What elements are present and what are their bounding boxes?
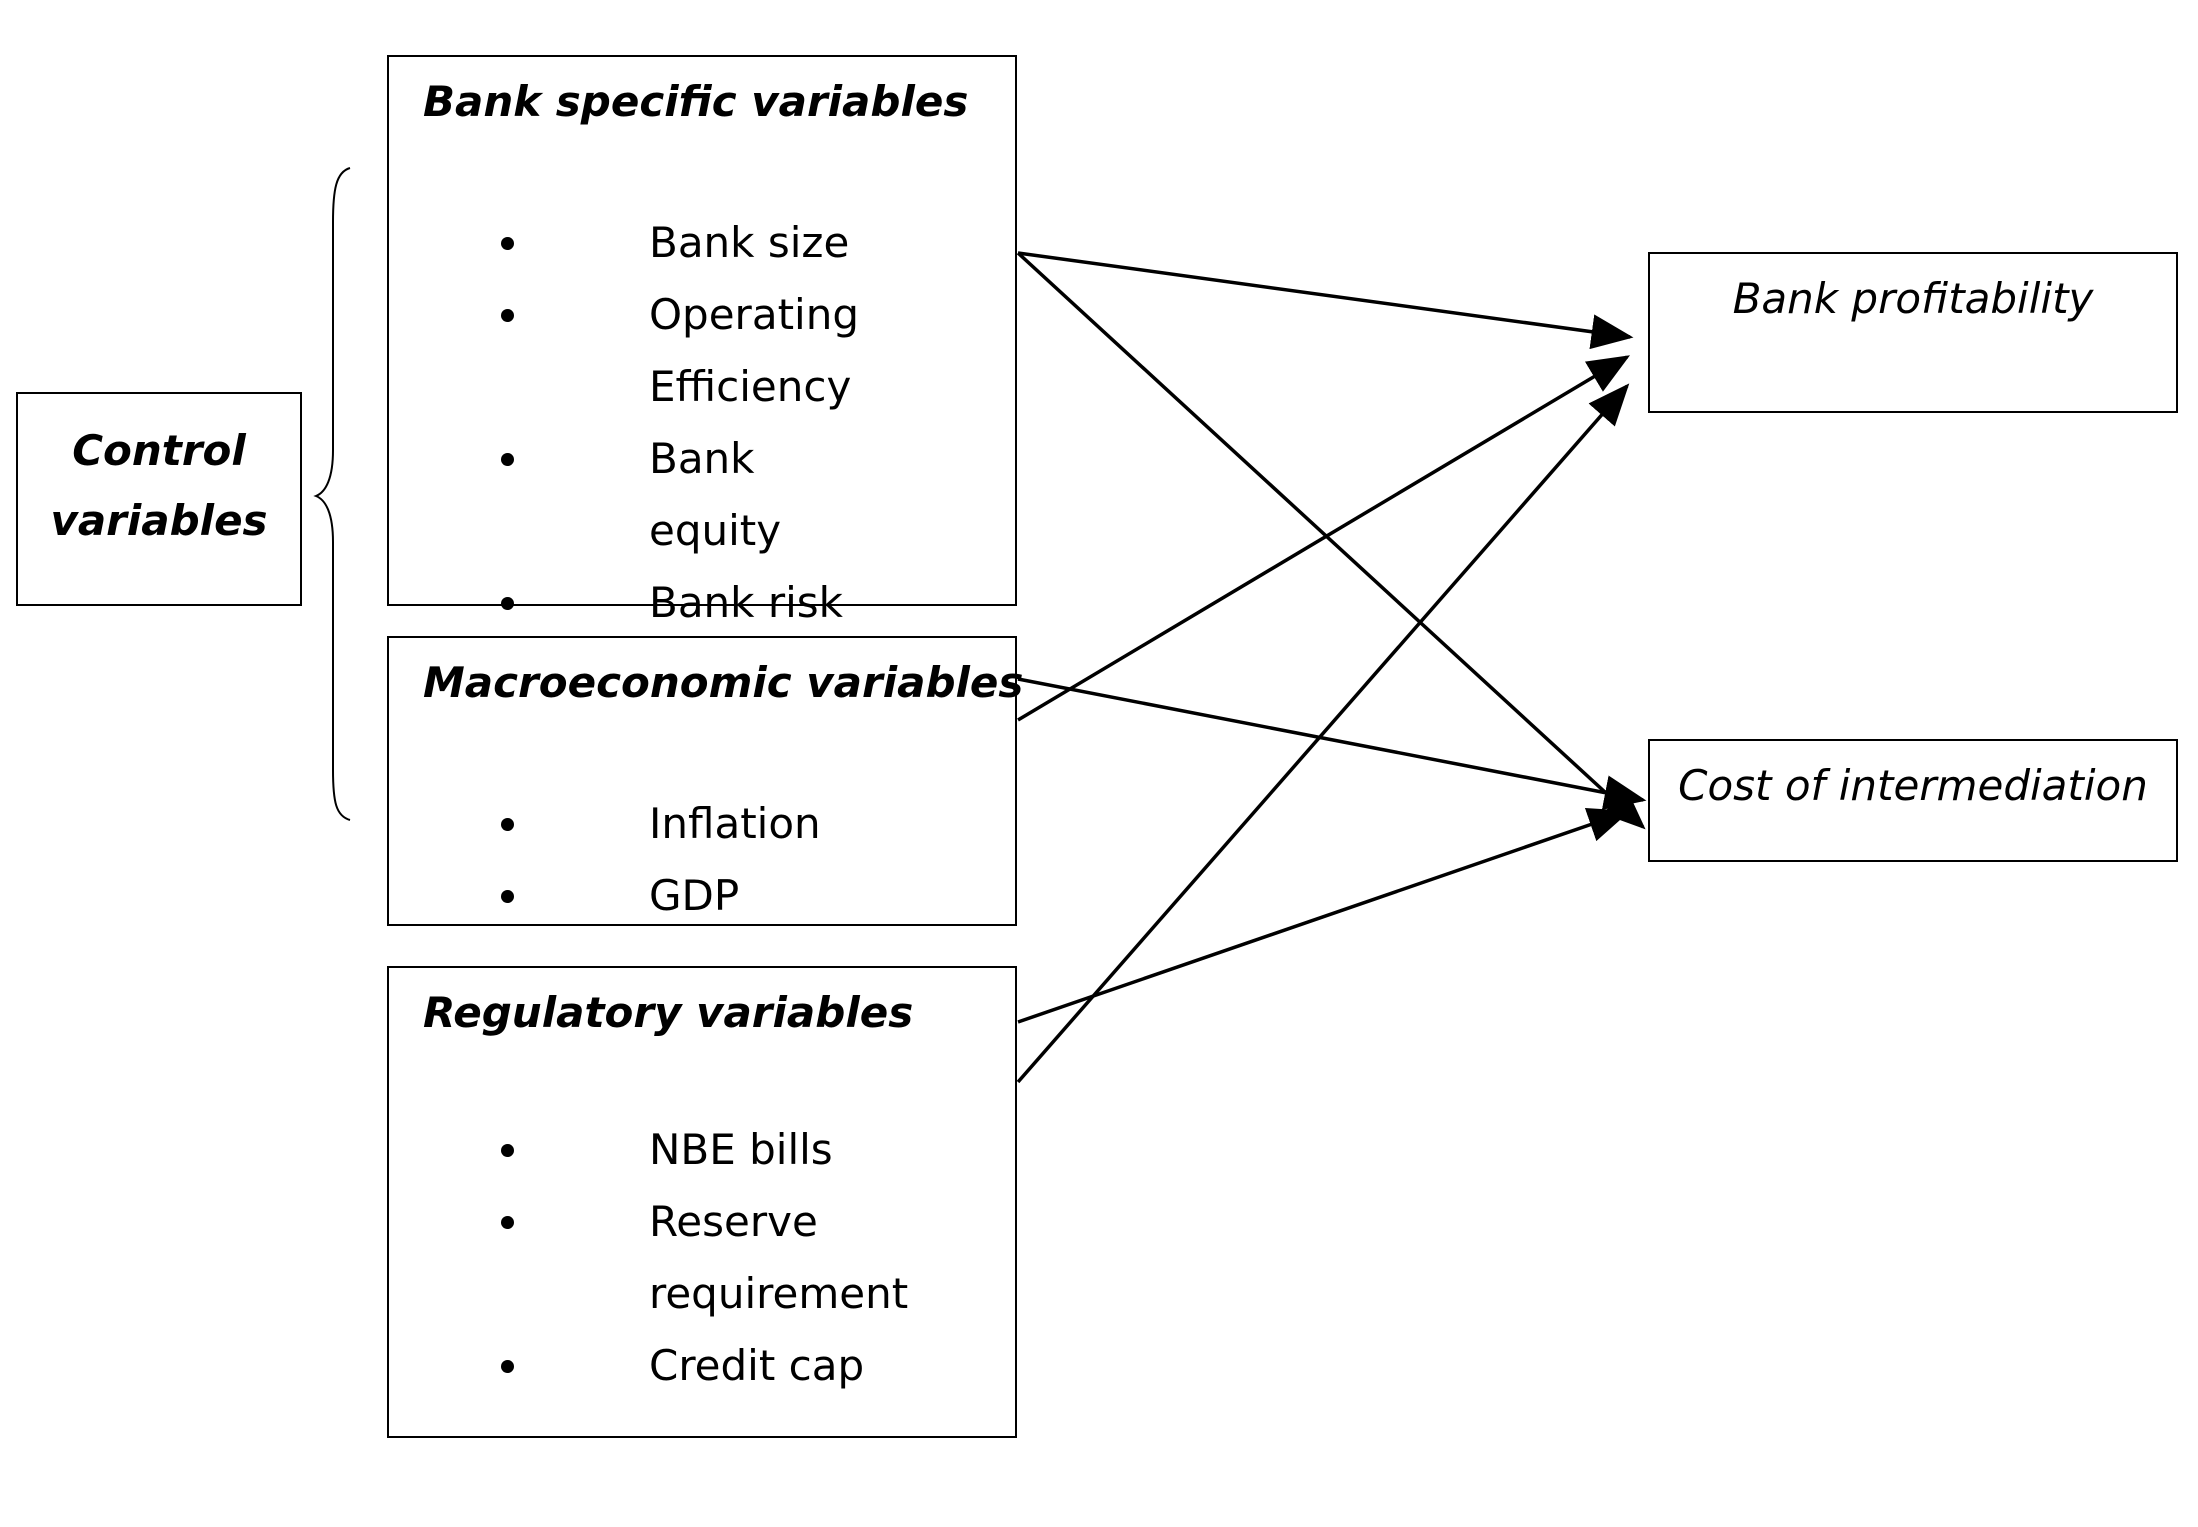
macroeconomic-list: Inflation GDP bbox=[501, 788, 881, 932]
control-variables-box: Control variables bbox=[16, 392, 302, 606]
bank-specific-list: Bank size Operating Efficiency Bank equi… bbox=[501, 207, 881, 639]
cost-of-intermediation-box: Cost of intermediation bbox=[1648, 739, 2178, 862]
regulatory-list: NBE bills Reserve requirement Credit cap bbox=[501, 1114, 908, 1402]
macroeconomic-box: Macroeconomic variables Inflation GDP bbox=[387, 636, 1023, 926]
list-item: NBE bills bbox=[501, 1114, 881, 1186]
list-item: Reserve requirement bbox=[501, 1186, 908, 1330]
control-label-line2: variables bbox=[50, 496, 268, 545]
control-brace bbox=[313, 167, 351, 821]
arrow-regulatory-to-profitability bbox=[1016, 383, 1630, 1084]
list-item: Bank risk bbox=[501, 567, 881, 639]
bank-specific-box: Bank specific variables Bank size Operat… bbox=[387, 55, 1017, 627]
regulatory-heading: Regulatory variables bbox=[423, 988, 914, 1037]
arrow-bank-specific-to-profitability bbox=[1017, 251, 1634, 350]
control-label-line1: Control bbox=[72, 426, 246, 475]
arrow-macroeconomic-to-profitability bbox=[1017, 355, 1631, 722]
macroeconomic-heading: Macroeconomic variables bbox=[423, 658, 1024, 707]
list-item: Operating Efficiency bbox=[501, 279, 881, 423]
cost-of-intermediation-label: Cost of intermediation bbox=[1678, 761, 2148, 810]
list-item: Credit cap bbox=[501, 1330, 881, 1402]
bank-profitability-label: Bank profitability bbox=[1732, 274, 2094, 323]
arrow-macroeconomic-to-intermediation bbox=[1017, 677, 1647, 810]
control-variables-label: Control variables bbox=[18, 416, 300, 556]
bank-profitability-box: Bank profitability bbox=[1648, 252, 2178, 413]
regulatory-box: Regulatory variables NBE bills Reserve r… bbox=[387, 966, 1017, 1438]
list-item: Bank equity bbox=[501, 423, 881, 567]
list-item: Bank size bbox=[501, 207, 881, 279]
bank-specific-heading: Bank specific variables bbox=[423, 77, 969, 126]
arrow-bank-specific-to-intermediation bbox=[1016, 251, 1646, 830]
list-item: GDP bbox=[501, 860, 881, 932]
list-item: Inflation bbox=[501, 788, 881, 860]
arrow-regulatory-to-intermediation bbox=[1017, 808, 1631, 1024]
